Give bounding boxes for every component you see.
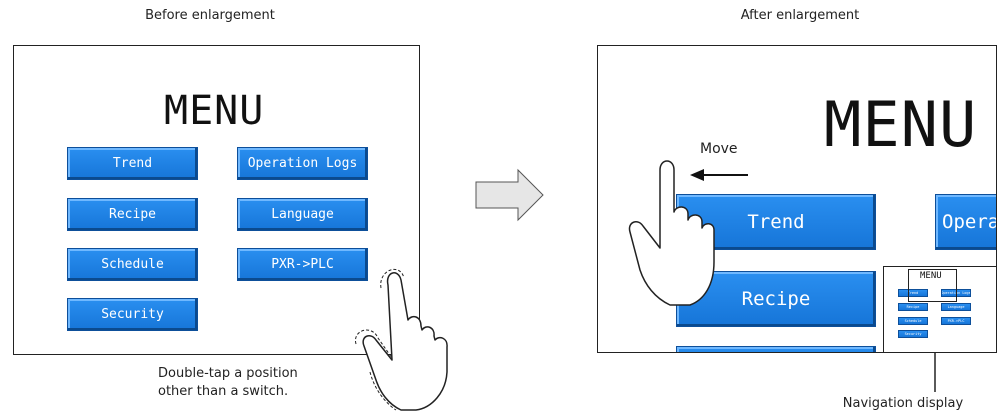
before-operation-logs-button[interactable]: Operation Logs [237,147,368,180]
navigation-display[interactable]: MENU Trend Operation Logs Recipe Languag… [883,266,996,352]
left-arrow-icon [690,169,748,181]
double-tap-note-line2: other than a switch. [158,384,289,399]
nav-schedule-button: Schedule [898,317,928,325]
before-language-button[interactable]: Language [237,198,368,231]
before-caption: Before enlargement [145,8,275,23]
nav-trend-button: Trend [898,289,928,297]
before-recipe-button[interactable]: Recipe [67,198,198,231]
before-schedule-button[interactable]: Schedule [67,248,198,281]
hand-pointer-icon [628,160,715,306]
navigation-display-label: Navigation display [842,396,964,411]
before-security-button[interactable]: Security [67,298,198,331]
double-tap-note-line1: Double-tap a position [158,366,298,381]
nav-recipe-button: Recipe [898,303,928,311]
after-partial-button[interactable] [676,346,876,352]
nav-viewport-frame [908,269,957,302]
before-menu-title: MENU [164,88,265,134]
after-menu-title: MENU [824,88,978,161]
nav-menu-title: MENU [920,271,942,281]
after-caption: After enlargement [740,8,860,23]
before-trend-button[interactable]: Trend [67,147,198,180]
double-tap-note: Double-tap a position other than a switc… [158,365,358,401]
nav-language-button: Language [941,303,971,311]
nav-security-button: Security [898,330,928,338]
before-pxr-plc-button[interactable]: PXR->PLC [237,248,368,281]
move-label: Move [700,141,738,157]
before-screen: MENU Trend Operation Logs Recipe Languag… [13,45,420,355]
nav-pxr-plc-button: PXR->PLC [941,317,971,325]
transition-arrow-icon [475,168,544,222]
hand-double-tap-icon [355,268,448,411]
after-operation-logs-button[interactable]: Opera [935,194,996,250]
